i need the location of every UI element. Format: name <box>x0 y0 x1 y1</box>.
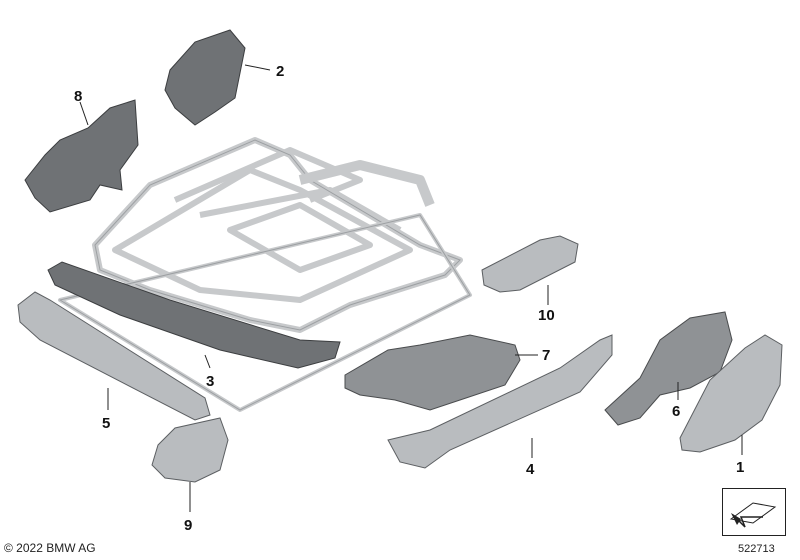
callout-10: 10 <box>538 307 555 324</box>
leader-3 <box>204 354 211 369</box>
part-2 <box>164 29 246 126</box>
part-9 <box>151 417 229 483</box>
callout-6: 6 <box>672 403 680 420</box>
part-4 <box>387 334 613 469</box>
leader-2 <box>244 64 271 71</box>
callout-4: 4 <box>526 461 535 478</box>
copyright-notice: © 2022 BMW AG <box>4 541 96 555</box>
diagram-reference-number: 522713 <box>738 543 775 555</box>
part-10 <box>481 235 579 293</box>
callout-3: 3 <box>206 373 214 390</box>
callout-1: 1 <box>736 459 744 476</box>
reference-symbol-box <box>722 488 786 536</box>
part-3 <box>47 261 341 369</box>
callout-8: 8 <box>74 88 82 105</box>
part-1 <box>679 334 783 453</box>
callout-7: 7 <box>542 347 550 364</box>
callout-9: 9 <box>184 517 192 534</box>
callout-5: 5 <box>102 415 110 432</box>
part-5 <box>17 291 211 421</box>
callout-2: 2 <box>276 63 284 80</box>
part-8 <box>24 99 139 213</box>
leader-8 <box>79 101 89 126</box>
seat-frame <box>58 137 472 412</box>
part-7 <box>344 334 521 411</box>
seat-arrow-icon <box>729 502 777 528</box>
part-6 <box>604 311 733 426</box>
